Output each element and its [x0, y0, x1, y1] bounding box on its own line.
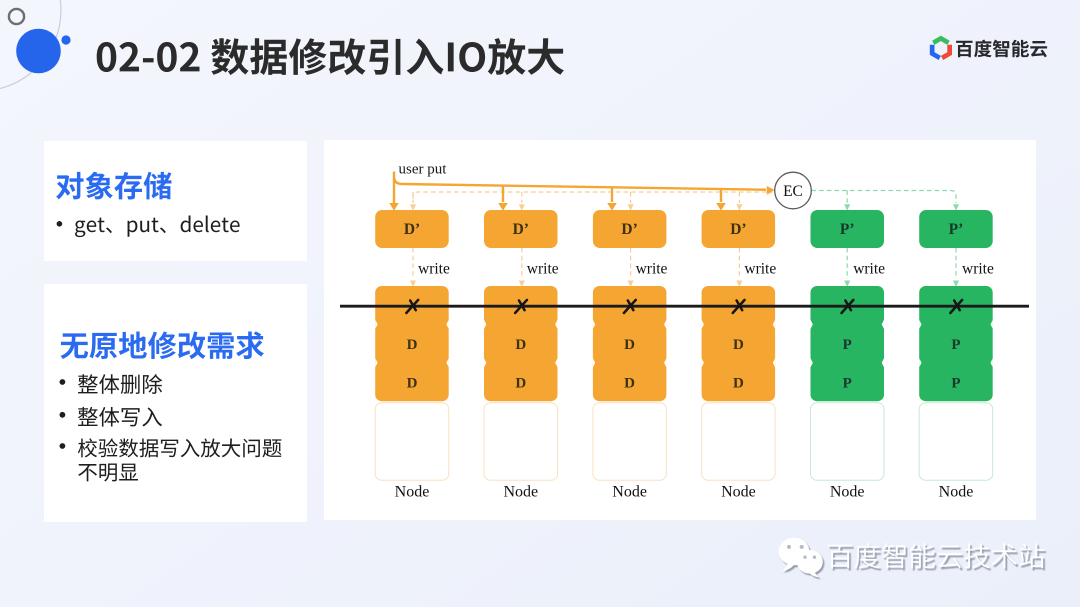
svg-text:D: D [733, 376, 744, 392]
svg-text:P’: P’ [949, 221, 964, 238]
svg-text:P’: P’ [840, 221, 855, 238]
svg-text:P: P [843, 376, 852, 392]
svg-text:D’: D’ [621, 221, 637, 238]
svg-text:write: write [636, 261, 668, 278]
svg-text:D: D [407, 376, 418, 392]
svg-text:D: D [515, 376, 526, 392]
svg-text:write: write [853, 261, 885, 278]
svg-text:Node: Node [830, 484, 865, 501]
svg-text:Node: Node [939, 484, 974, 501]
svg-text:write: write [744, 261, 776, 278]
svg-text:D’: D’ [513, 221, 529, 238]
svg-text:D: D [624, 376, 635, 392]
svg-text:Node: Node [721, 484, 756, 501]
svg-text:write: write [418, 261, 450, 278]
svg-text:Node: Node [612, 484, 647, 501]
svg-text:P: P [951, 376, 960, 392]
svg-text:D: D [733, 337, 744, 353]
svg-text:write: write [962, 261, 994, 278]
svg-text:write: write [527, 261, 559, 278]
svg-text:user put: user put [399, 162, 448, 178]
svg-text:D’: D’ [404, 221, 420, 238]
svg-text:P: P [951, 337, 960, 353]
svg-text:D: D [515, 337, 526, 353]
svg-text:Node: Node [503, 484, 538, 501]
svg-text:EC: EC [783, 183, 803, 200]
svg-text:D’: D’ [730, 221, 746, 238]
svg-text:D: D [407, 337, 418, 353]
svg-text:D: D [624, 337, 635, 353]
svg-text:P: P [843, 337, 852, 353]
svg-text:Node: Node [395, 484, 430, 501]
